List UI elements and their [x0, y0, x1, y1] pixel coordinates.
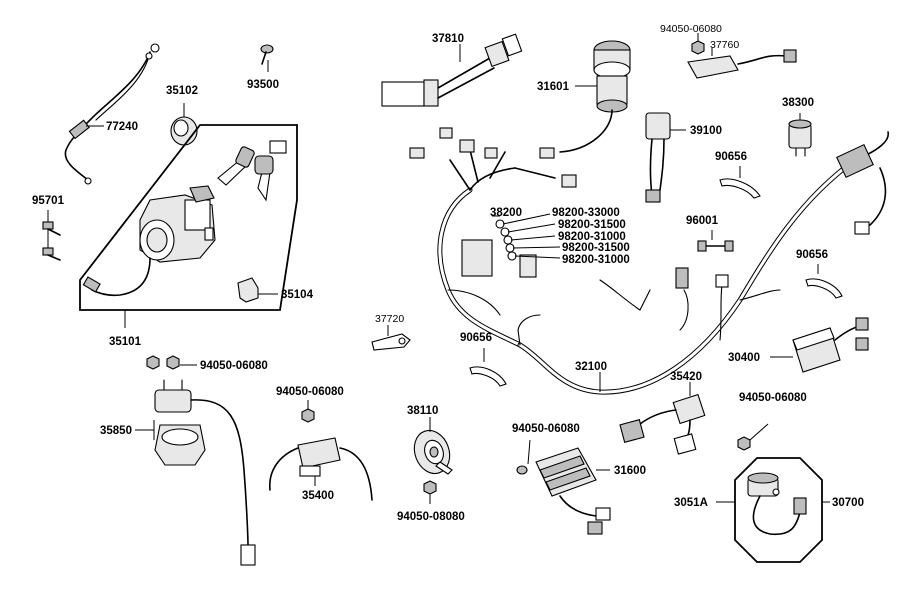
label-90656-b: 90656 [796, 249, 828, 261]
part-35420-unit [619, 382, 706, 455]
label-90656-a: 90656 [715, 151, 747, 163]
label-94050-06080-e: 94050-06080 [739, 392, 807, 404]
label-35400: 35400 [302, 490, 334, 502]
label-35104: 35104 [281, 289, 314, 301]
part-32100-main-harness [409, 127, 889, 395]
label-98200-31000-b: 98200-31000 [562, 254, 630, 266]
part-31600-rectifier [535, 447, 611, 535]
label-35420: 35420 [670, 371, 702, 383]
label-98200-31500-b: 98200-31500 [562, 242, 630, 254]
part-94050-06080-nut-mid [301, 400, 315, 423]
part-94050-08080-nut [423, 480, 437, 504]
label-35102: 35102 [166, 85, 198, 97]
ignition-keys [217, 140, 287, 202]
part-3051A-frame [716, 457, 830, 563]
label-94050-06080-a: 94050-06080 [200, 360, 268, 372]
part-94050-06080-nut-reg [516, 439, 531, 475]
label-96001: 96001 [686, 215, 719, 227]
part-94050-06080-nut-right [737, 423, 769, 451]
label-31601: 31601 [537, 81, 570, 93]
label-35850: 35850 [100, 425, 132, 437]
label-38300: 38300 [782, 97, 814, 109]
part-38110-horn [413, 417, 453, 475]
part-37810-connector-cable [381, 33, 523, 107]
part-35104-bracket [237, 277, 278, 303]
label-38200: 38200 [490, 207, 522, 219]
part-38200-socket-bulbs [492, 213, 561, 261]
label-77240: 77240 [106, 121, 138, 133]
label-94050-06080-b: 94050-06080 [276, 386, 344, 398]
part-96001-bolt [697, 230, 734, 252]
label-98200-31000-a: 98200-31000 [558, 231, 626, 243]
label-32100: 32100 [575, 361, 607, 373]
part-35101-frame [79, 124, 298, 328]
label-94050-06080-d: 94050-06080 [512, 423, 580, 435]
part-30400-cdi [770, 317, 869, 373]
label-30400: 30400 [728, 352, 760, 364]
label-31600: 31600 [614, 465, 646, 477]
label-37810: 37810 [432, 33, 464, 45]
part-93500-screw [260, 44, 274, 72]
part-94050-06080-nuts-left [146, 355, 197, 370]
label-90656-c: 90656 [460, 332, 492, 344]
label-30700: 30700 [832, 497, 864, 509]
label-98200-31500-a: 98200-31500 [558, 219, 626, 231]
part-39100-relay [645, 112, 686, 203]
label-94050-08080: 94050-08080 [397, 511, 465, 523]
part-77240-cable [64, 43, 160, 185]
part-35102-cap [170, 103, 198, 146]
part-37760-flasher [687, 33, 797, 79]
part-95701-bolts [42, 210, 61, 261]
label-38110: 38110 [407, 405, 438, 417]
label-39100: 39100 [690, 125, 722, 137]
part-90656-tie-left [469, 348, 507, 387]
part-90656-tie-upper [719, 166, 761, 199]
part-35400-regulator [269, 437, 373, 501]
part-31601-switch-assembly [559, 40, 631, 153]
label-94050-06080-c: 94050-06080 [660, 23, 722, 35]
label-93500: 93500 [247, 79, 279, 91]
part-37720-bracket [371, 325, 411, 351]
part-38300-relay [788, 113, 812, 157]
part-90656-tie-right [805, 264, 843, 299]
label-98200-33000: 98200-33000 [552, 207, 620, 219]
label-3051A: 3051A [674, 497, 708, 509]
label-37760: 37760 [710, 39, 739, 51]
ignition-switch-body [82, 185, 216, 297]
part-30700-ignition-coil [747, 472, 807, 536]
label-37720: 37720 [375, 313, 404, 325]
label-35101: 35101 [109, 336, 142, 348]
label-95701: 95701 [32, 195, 65, 207]
part-35850-starter-relay [135, 379, 256, 566]
